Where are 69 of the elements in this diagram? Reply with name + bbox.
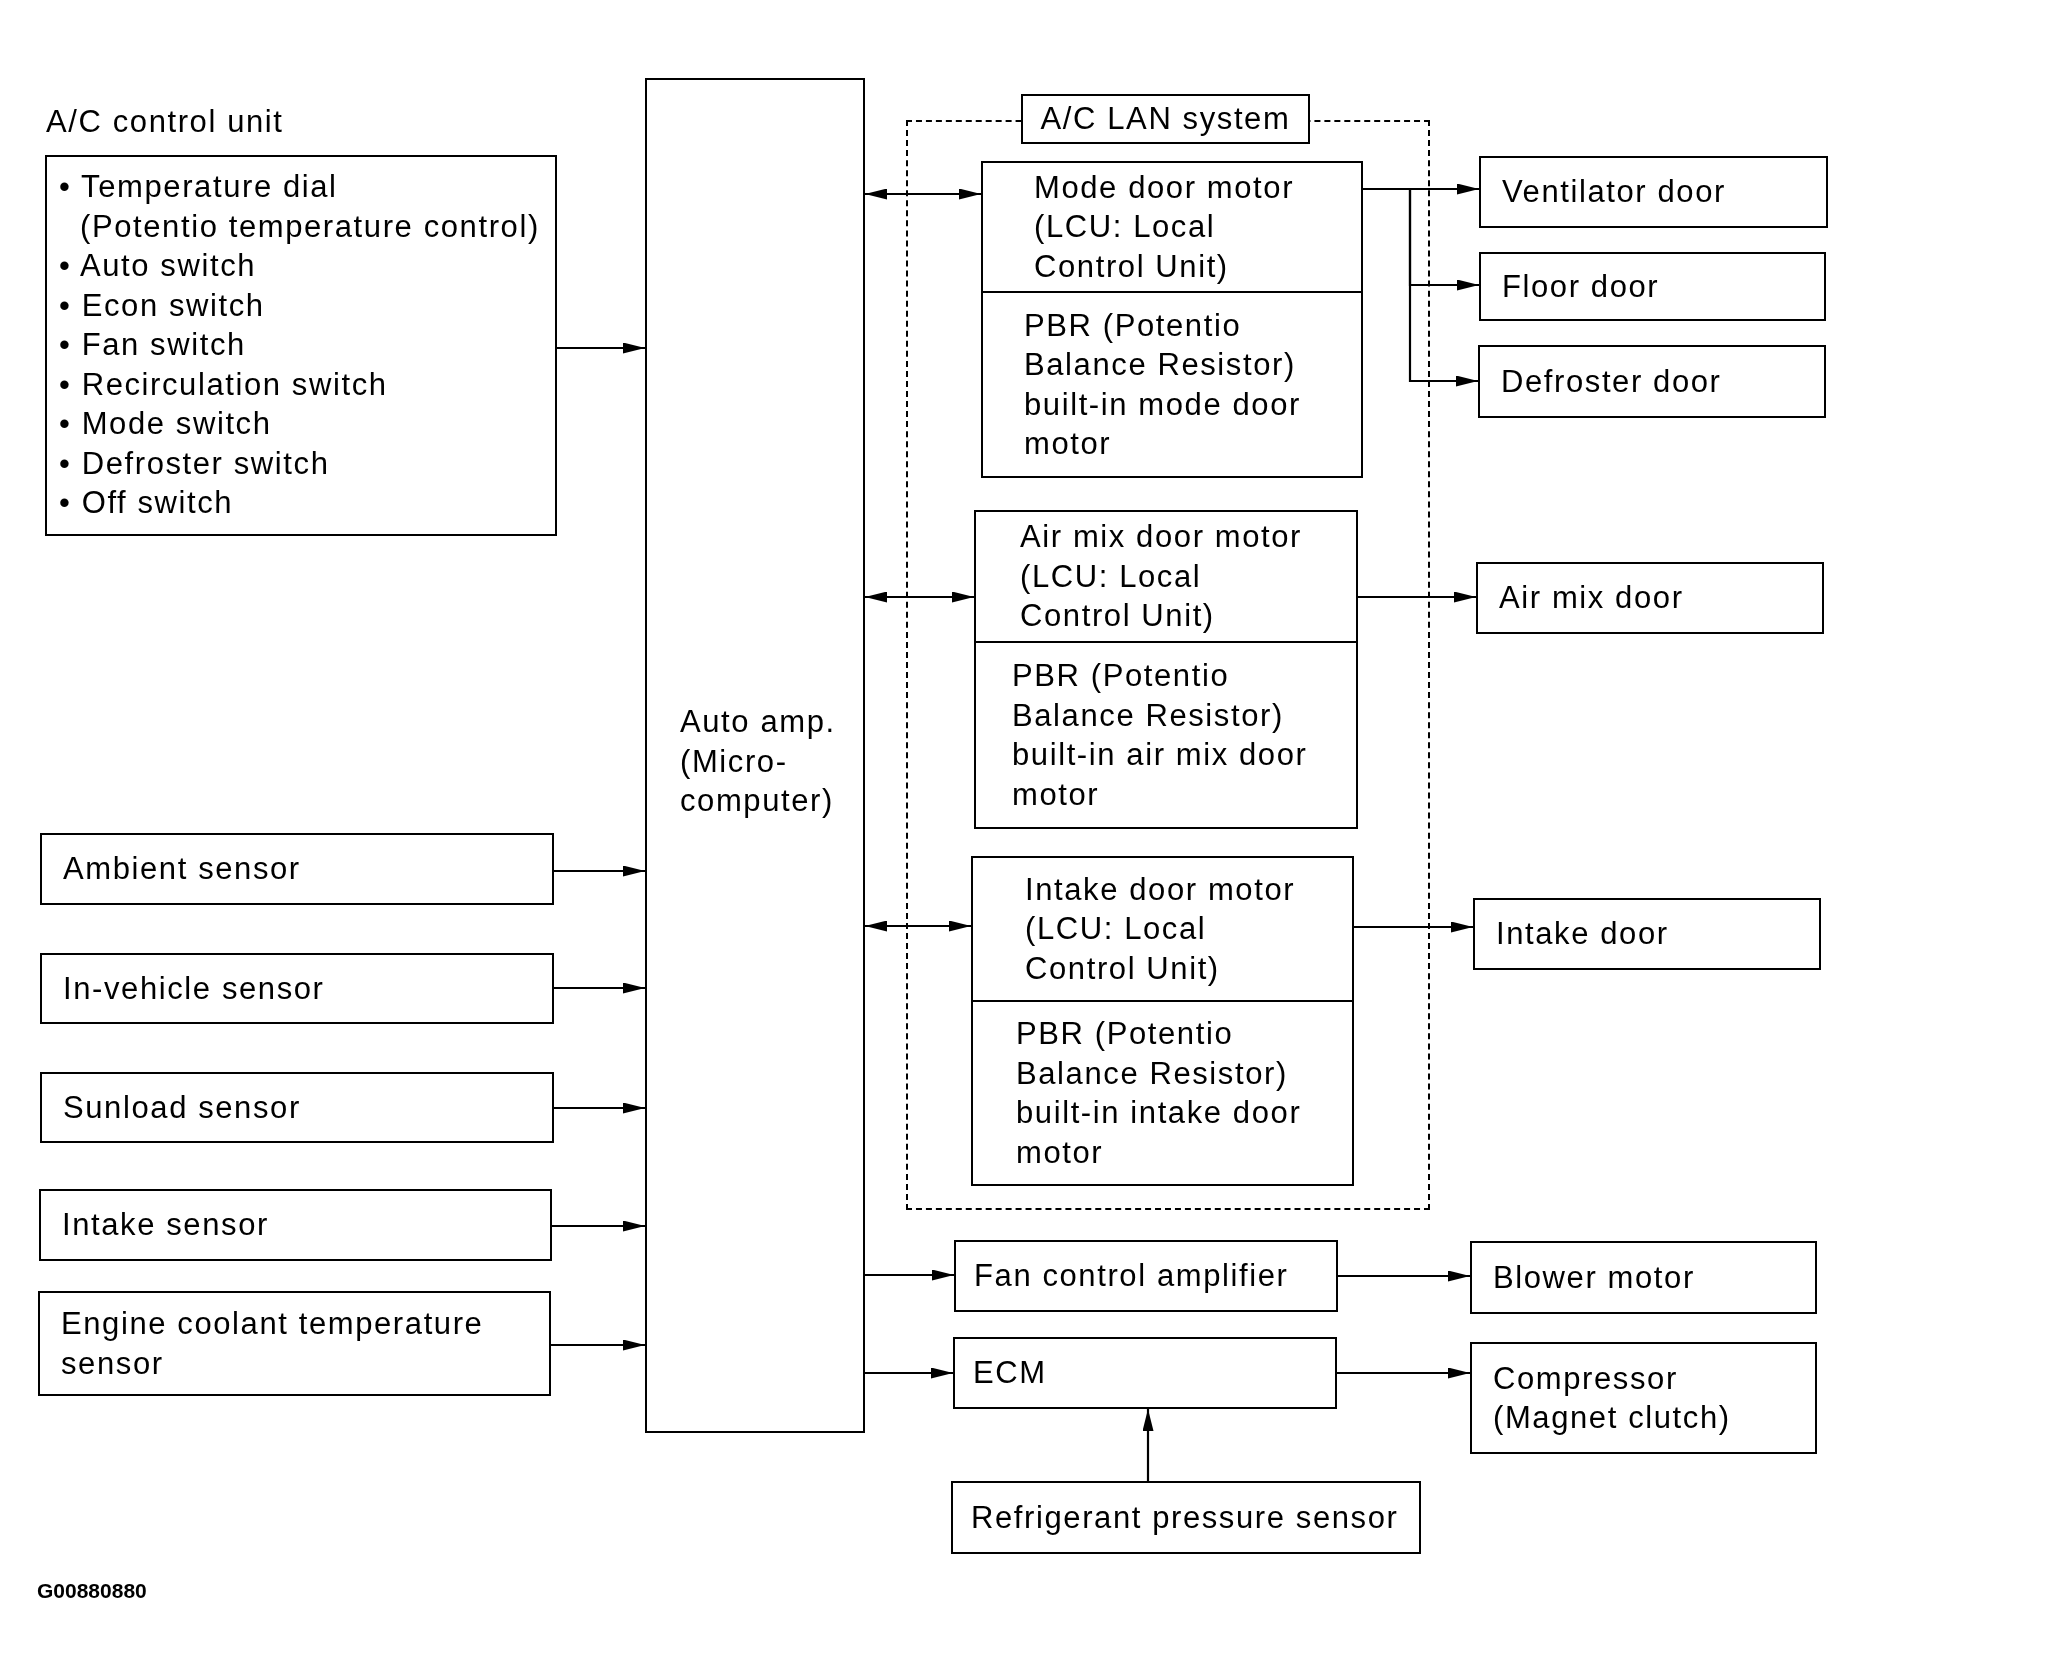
component-box bbox=[40, 833, 554, 905]
double-arrow bbox=[865, 920, 971, 932]
arrow bbox=[1358, 591, 1476, 603]
arrow bbox=[1363, 187, 1478, 387]
list-item: • Fan switch bbox=[58, 326, 246, 364]
component-box bbox=[1479, 156, 1828, 228]
motor-unit-box bbox=[971, 856, 1354, 1186]
arrow bbox=[1142, 1409, 1154, 1481]
figure-code: G00880880 bbox=[37, 1578, 147, 1604]
box-label: Ventilator door bbox=[1502, 173, 1726, 212]
list-item: • Mode switch bbox=[58, 405, 272, 443]
box-label: ECM bbox=[973, 1354, 1047, 1393]
component-box bbox=[1478, 345, 1826, 418]
box-label: PBR (Potentio Balance Resistor) built-in mode door motor bbox=[1024, 306, 1301, 463]
component-box bbox=[1473, 898, 1821, 970]
arrow bbox=[554, 1102, 645, 1114]
component-box bbox=[1470, 1241, 1817, 1314]
component-box bbox=[951, 1481, 1421, 1554]
box-label: Fan control amplifier bbox=[974, 1257, 1289, 1296]
unit-heading: A/C control unit bbox=[46, 103, 284, 141]
arrow bbox=[1354, 921, 1473, 933]
box-label: Engine coolant temperature sensor bbox=[61, 1305, 484, 1383]
box-label: Compressor (Magnet clutch) bbox=[1493, 1359, 1731, 1437]
list-item: • Temperature dial (Potentio temperature control) bbox=[58, 168, 540, 246]
list-item: • Off switch bbox=[58, 484, 234, 522]
list-item: • Econ switch bbox=[58, 286, 265, 325]
component-box bbox=[40, 1072, 554, 1143]
box-label: Floor door bbox=[1502, 267, 1660, 306]
arrow bbox=[551, 1339, 645, 1351]
group-title: A/C LAN system bbox=[1021, 94, 1310, 144]
arrow bbox=[554, 865, 645, 877]
box-label: Blower motor bbox=[1493, 1258, 1695, 1297]
box-label: PBR (Potentio Balance Resistor) built-in intake door motor bbox=[1016, 1015, 1302, 1172]
component-box bbox=[1476, 562, 1824, 634]
component-box bbox=[954, 1240, 1338, 1312]
component-box bbox=[38, 1291, 551, 1396]
box-label: Intake door bbox=[1496, 915, 1669, 954]
arrow bbox=[552, 1220, 645, 1232]
component-box bbox=[1470, 1342, 1817, 1454]
box-label: Air mix door motor (LCU: Local Control Unit) bbox=[1020, 518, 1303, 636]
list-item: • Defroster switch bbox=[58, 444, 330, 483]
double-arrow bbox=[865, 591, 974, 603]
box-label: Intake door motor (LCU: Local Control Unit) bbox=[1025, 870, 1296, 988]
box-label: Intake sensor bbox=[62, 1206, 269, 1245]
box-label: Auto amp. (Micro-computer) bbox=[680, 703, 837, 821]
arrow bbox=[865, 1367, 953, 1379]
arrow bbox=[1337, 1367, 1470, 1379]
component-box bbox=[1479, 252, 1826, 321]
arrow bbox=[865, 1269, 954, 1281]
list-item: • Recirculation switch bbox=[58, 365, 388, 404]
double-arrow bbox=[865, 188, 981, 200]
box-label: PBR (Potentio Balance Resistor) built-in air mix door motor bbox=[1012, 657, 1308, 814]
box-label: Air mix door bbox=[1499, 579, 1684, 618]
component-box bbox=[39, 1189, 552, 1261]
arrow bbox=[557, 342, 645, 354]
box-label: Mode door motor (LCU: Local Control Unit) bbox=[1034, 168, 1295, 286]
motor-unit-box bbox=[974, 510, 1358, 829]
box-label: Ambient sensor bbox=[63, 850, 301, 889]
controller-box bbox=[645, 78, 865, 1433]
box-label: Refrigerant pressure sensor bbox=[971, 1498, 1399, 1537]
box-label: In-vehicle sensor bbox=[63, 969, 325, 1008]
component-box bbox=[40, 953, 554, 1024]
component-box bbox=[953, 1337, 1337, 1409]
box-label: Defroster door bbox=[1501, 362, 1722, 401]
motor-unit-box bbox=[981, 161, 1363, 478]
box-label: Sunload sensor bbox=[63, 1088, 301, 1127]
arrow bbox=[1338, 1270, 1470, 1282]
arrow bbox=[554, 982, 645, 994]
list-item: • Auto switch bbox=[58, 247, 257, 285]
